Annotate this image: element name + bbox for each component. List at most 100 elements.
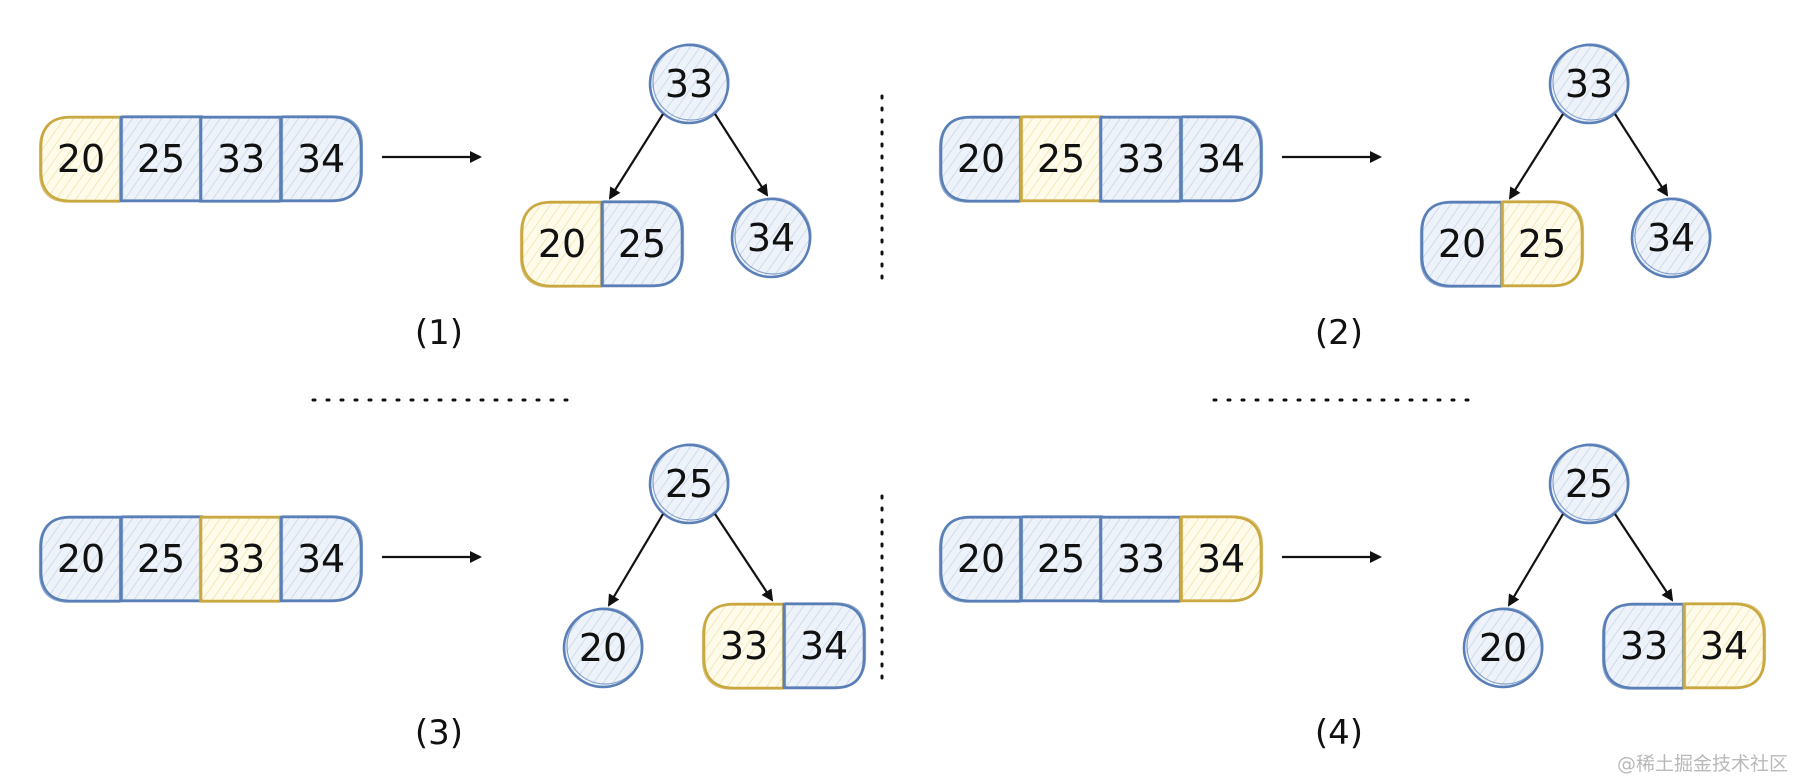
array-value: 20 [957, 537, 1005, 581]
panel-caption: (3) [415, 713, 463, 753]
root-node-circle-sketch [1552, 443, 1630, 521]
left-child-cell-sketch [1502, 200, 1585, 286]
array-cell-sketch [38, 117, 121, 203]
array-cell [1179, 115, 1263, 203]
array-cell-sketch [198, 517, 281, 603]
array-cell-sketch [1098, 117, 1181, 203]
array-cell-sketch [1181, 515, 1264, 601]
root-node-value: 25 [665, 462, 713, 506]
array-cell [279, 115, 363, 203]
root-node-value: 25 [1565, 462, 1613, 506]
panel-caption: (4) [1315, 713, 1363, 753]
array-cell-sketch [198, 117, 281, 203]
array-cell [279, 515, 363, 603]
array-value: 25 [137, 137, 185, 181]
edge-left [608, 113, 664, 200]
array-cell-sketch [1181, 115, 1264, 201]
array-value: 20 [57, 137, 105, 181]
right-child-cell-sketch [1601, 604, 1684, 690]
edge-right [1614, 513, 1674, 602]
right-child-value: 34 [1700, 624, 1748, 668]
left-child-cell-sketch [1419, 202, 1502, 288]
root-node-circle-sketch [652, 43, 730, 121]
edge-right [714, 113, 769, 197]
array-cell-sketch [1098, 517, 1181, 603]
root-node-circle [648, 43, 730, 125]
root-node-circle-sketch [1552, 43, 1630, 121]
array-cell-sketch [938, 517, 1021, 603]
root-node-circle [1548, 443, 1630, 525]
right-child-circle [1630, 197, 1712, 279]
input-array: 20 25 33 34 [38, 515, 364, 603]
right-child-circle-sketch [1634, 197, 1712, 275]
right-child-node: 33 34 [701, 602, 867, 690]
right-child-cell-sketch [784, 602, 867, 688]
edge-right [1614, 113, 1669, 197]
array-value: 34 [297, 537, 345, 581]
left-child-value: 20 [1438, 222, 1486, 266]
edge-right [714, 513, 774, 602]
right-child-value: 34 [800, 624, 848, 668]
right-child-value: 34 [747, 216, 795, 260]
array-cell-sketch [281, 515, 364, 601]
edge-left [1508, 113, 1564, 200]
array-value: 25 [137, 537, 185, 581]
right-child-cell [782, 602, 866, 690]
right-child-value: 33 [720, 624, 768, 668]
left-child-value: 20 [579, 626, 627, 670]
right-child-cell-sketch [701, 604, 784, 690]
array-value: 20 [957, 137, 1005, 181]
array-value: 33 [217, 137, 265, 181]
panel-caption: (1) [415, 313, 463, 353]
panel-3: 20 25 33 34 25 20 33 34 (3) [38, 443, 867, 753]
panel-caption: (2) [1315, 313, 1363, 353]
array-cell-highlighted [1179, 515, 1263, 603]
root-node-circle-sketch [652, 443, 730, 521]
left-child-value: 25 [618, 222, 666, 266]
right-child-cell-sketch [1684, 602, 1767, 688]
array-value: 34 [1197, 137, 1245, 181]
root-node-circle [1548, 43, 1630, 125]
left-child-circle-sketch [566, 607, 644, 685]
array-cell-sketch [938, 117, 1021, 203]
array-value: 33 [1117, 137, 1165, 181]
array-value: 33 [217, 537, 265, 581]
root-node-value: 33 [1565, 62, 1613, 106]
right-child-cell-highlighted [1682, 602, 1766, 690]
array-cell-sketch [281, 115, 364, 201]
left-child-cell [600, 200, 684, 288]
right-child-circle [730, 197, 812, 279]
array-value: 34 [1197, 537, 1245, 581]
left-child-cell-sketch [602, 200, 685, 286]
array-value: 33 [1117, 537, 1165, 581]
left-child-cell-sketch [519, 202, 602, 288]
left-child-cell-highlighted [1500, 200, 1584, 288]
tree: 25 20 33 34 [562, 443, 867, 690]
left-child-value: 20 [1479, 626, 1527, 670]
root-node-value: 33 [665, 62, 713, 106]
edge-left [1507, 513, 1564, 607]
edge-left [607, 513, 664, 607]
array-value: 34 [297, 137, 345, 181]
left-child-circle-sketch [1466, 607, 1544, 685]
watermark: @稀土掘金技术社区 [1617, 753, 1788, 775]
right-child-value: 34 [1647, 216, 1695, 260]
array-value: 20 [57, 537, 105, 581]
root-node-circle [648, 443, 730, 525]
array-cell-sketch [38, 517, 121, 603]
left-child-circle [1462, 607, 1544, 689]
left-child-value: 20 [538, 222, 586, 266]
left-child-value: 25 [1518, 222, 1566, 266]
